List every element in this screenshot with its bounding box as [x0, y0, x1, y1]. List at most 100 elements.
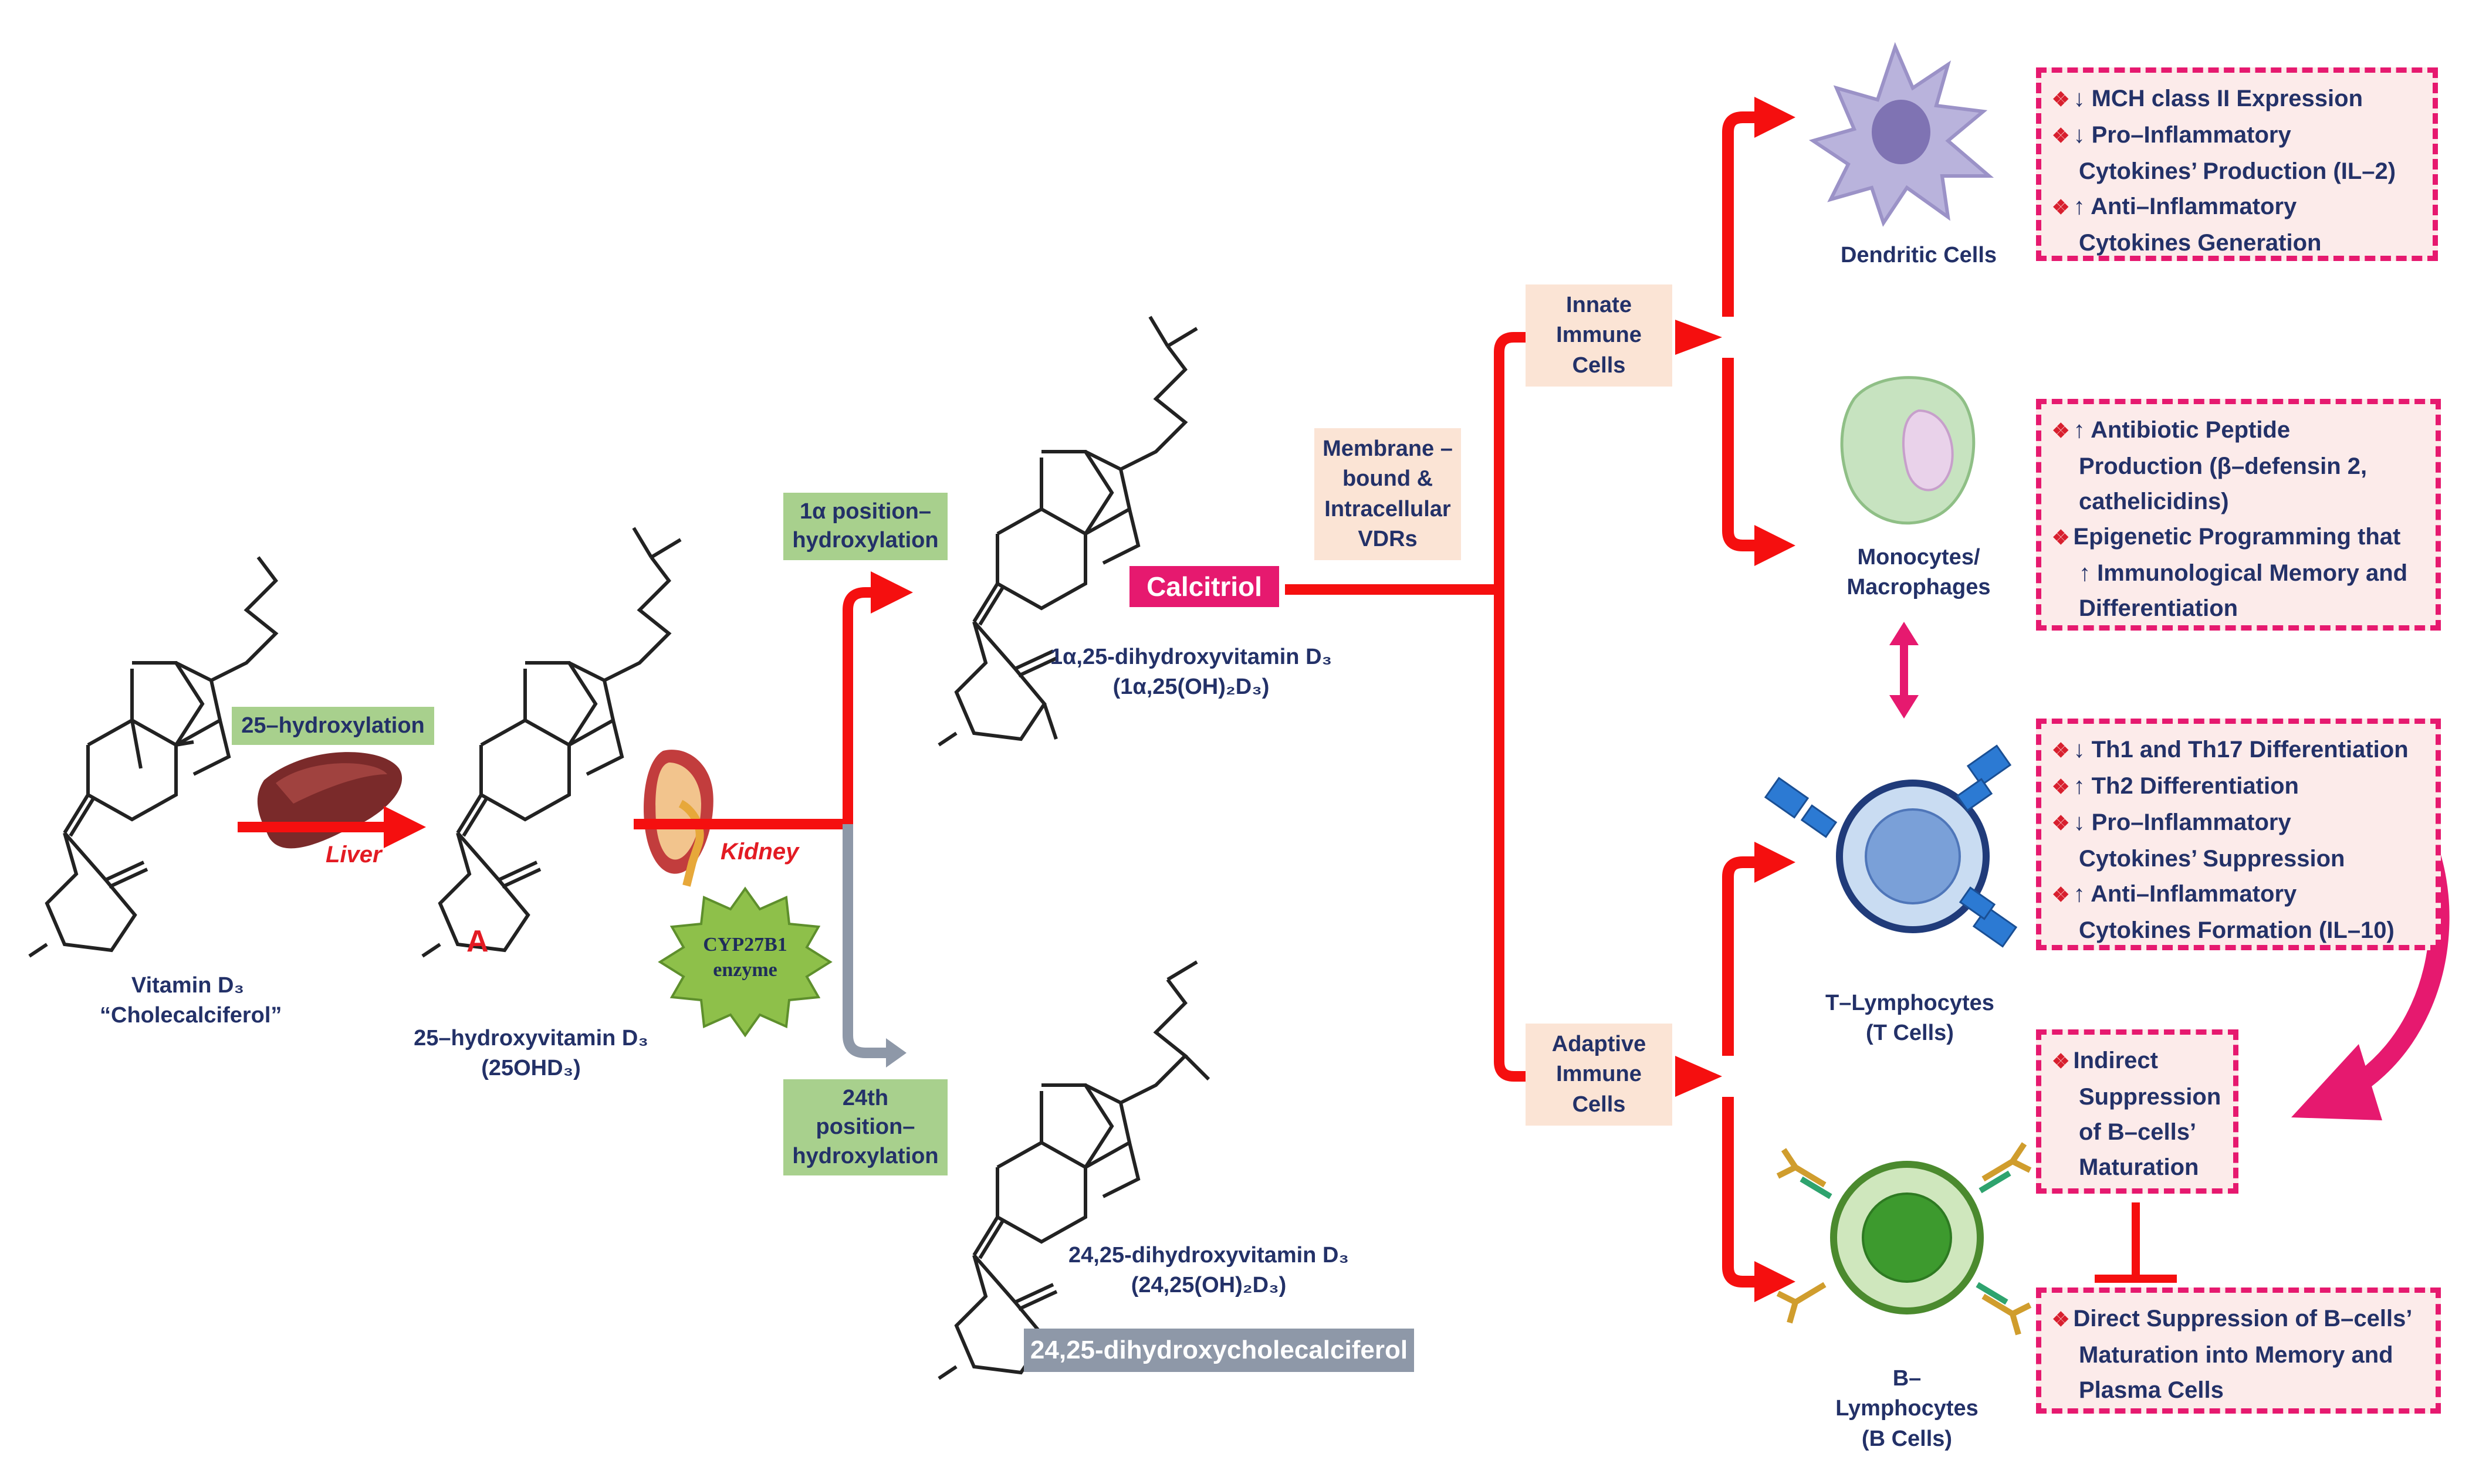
bullet-icon: ❖	[2052, 1051, 2070, 1073]
t-cell-effect-4: Cytokines’ Suppression	[2079, 846, 2345, 872]
24-25-abbr: (24,25(OH)₂D₃)	[1131, 1273, 1287, 1298]
25ohd3-label: 25–hydroxyvitamin D₃ (25OHD₃)	[399, 1024, 663, 1084]
liver-label: Liver	[326, 842, 382, 868]
dendritic-effect-1: ❖↓ MCH class II Expression	[2052, 81, 2422, 117]
enzyme-label: CYP27B1 enzyme	[703, 934, 787, 981]
branch-active-arrow	[843, 571, 913, 824]
active-branch-label-box: 1α position–hydroxylation	[783, 493, 948, 560]
t-cell-effect-2-text: ↑ Th2 Differentiation	[2073, 773, 2299, 799]
indirect-effect-2: Suppression	[2079, 1084, 2221, 1110]
dendritic-effect-2-text: ↓ Pro–Inflammatory	[2073, 122, 2291, 148]
vitamin-d3-label: Vitamin D₃ “Cholecalciferol”	[100, 971, 282, 1031]
adaptive-branch	[1494, 589, 1528, 1082]
t-cell-effect-6: Cytokines Formation (IL–10)	[2079, 917, 2395, 943]
25ohd3-structure	[421, 527, 682, 958]
25ohd3-name: 25–hydroxyvitamin D₃	[414, 1026, 648, 1051]
vitamin-d3-name: Vitamin D₃	[131, 973, 245, 998]
bullet-icon: ❖	[2052, 420, 2070, 442]
calcitriol-abbr: (1α,25(OH)₂D₃)	[1112, 675, 1270, 700]
step1-label: 25–hydroxylation	[241, 713, 425, 738]
b-cell-effect-1: ❖Direct Suppression of B–cells’	[2052, 1301, 2425, 1337]
adaptive-pointer	[1675, 1056, 1722, 1097]
indirect-effect-1-text: Indirect	[2073, 1048, 2158, 1073]
monocyte-effects-box: ❖↑ Antibiotic Peptide Production (β–defe…	[2036, 399, 2441, 631]
dendritic-effect-3: Cytokines’ Production (IL–2)	[2079, 158, 2396, 184]
active-branch-label: 1α position–hydroxylation	[792, 499, 939, 553]
dendritic-effect-1-text: ↓ MCH class II Expression	[2073, 86, 2363, 111]
bullet-icon: ❖	[2052, 196, 2070, 219]
t-cell-effect-5-text: ↑ Anti–Inflammatory	[2073, 881, 2297, 907]
monocyte-effect-1: ❖↑ Antibiotic Peptide	[2052, 412, 2425, 449]
b-cell-effect-1-text: Direct Suppression of B–cells’	[2073, 1306, 2413, 1331]
t-cell-effect-3: ❖↓ Pro–Inflammatory	[2052, 805, 2425, 841]
indirect-effect-4: Maturation	[2079, 1154, 2199, 1180]
monocyte-effect-6: Differentiation	[2079, 595, 2238, 621]
dendritic-label: Dendritic Cells	[1840, 243, 1997, 267]
ring-a-marker	[466, 883, 490, 906]
monocyte-effect-3: cathelicidins)	[2079, 489, 2229, 514]
step1-label-box: 25–hydroxylation	[232, 707, 434, 746]
25ohd3-abbr: (25OHD₃)	[481, 1056, 581, 1081]
24-25-dihydroxy-structure	[938, 960, 1210, 1380]
monocyte-effect-1-text: ↑ Antibiotic Peptide	[2073, 417, 2291, 443]
t-cell-effect-2: ❖↑ Th2 Differentiation	[2052, 768, 2425, 805]
monocyte-effect-5: ↑ Immunological Memory and	[2079, 560, 2408, 586]
bullet-icon: ❖	[2052, 527, 2070, 549]
t-cells-label: T–Lymphocytes (T Cells)	[1825, 991, 1994, 1046]
kidney-icon	[644, 750, 713, 887]
monocyte-effect-4: ❖Epigenetic Programming that	[2052, 519, 2425, 555]
t-cell-effect-3-text: ↓ Pro–Inflammatory	[2073, 809, 2291, 835]
inactive-branch-label: 24th position–hydroxylation	[792, 1086, 939, 1168]
indirect-effect-1: ❖Indirect	[2052, 1043, 2223, 1079]
indirect-effects-box: ❖Indirect Suppression of B–cells’ Matura…	[2036, 1029, 2238, 1194]
calcitriol-structure	[938, 316, 1198, 747]
b-cell-icon	[1776, 1142, 2032, 1336]
ring-a-label: A	[466, 924, 489, 958]
24-25-label: 24,25-dihydroxyvitamin D₃ (24,25(OH)₂D₃)	[1062, 1241, 1355, 1301]
dendritic-effect-4: ❖↑ Anti–Inflammatory	[2052, 189, 2422, 225]
innate-branch	[1494, 332, 1528, 589]
24-25-common-box: 24,25-dihydroxycholecalciferol	[1024, 1329, 1414, 1372]
vitamin-d3-alt: “Cholecalciferol”	[100, 1003, 282, 1028]
b-cell-effect-2: Maturation into Memory and	[2079, 1342, 2393, 1368]
cyp27b1-starburst	[658, 886, 833, 1038]
b-cell-effect-3: Plasma Cells	[2079, 1377, 2224, 1403]
dendritic-effect-2: ❖↓ Pro–Inflammatory	[2052, 117, 2422, 154]
dendritic-effect-4-text: ↑ Anti–Inflammatory	[2073, 194, 2297, 219]
t-cell-effect-1-text: ↓ Th1 and Th17 Differentiation	[2073, 737, 2409, 763]
calcitriol-label: 1α,25-dihydroxyvitamin D₃ (1α,25(OH)₂D₃)	[1039, 642, 1344, 703]
monocytes-label: Monocytes/ Macrophages	[1846, 545, 1991, 600]
branch-inactive-arrow	[843, 824, 892, 1058]
dendritic-effect-5: Cytokines Generation	[2079, 230, 2322, 256]
innate-box: Innate Immune Cells	[1526, 284, 1672, 387]
t-cell-icon	[1764, 744, 2018, 948]
calcitriol-box: Calcitriol	[1129, 566, 1279, 607]
bullet-icon: ❖	[2052, 89, 2070, 111]
monocyte-effect-2: Production (β–defensin 2,	[2079, 453, 2368, 479]
liver-icon	[257, 752, 403, 849]
adaptive-box: Adaptive Immune Cells	[1526, 1024, 1672, 1126]
bullet-icon: ❖	[2052, 1309, 2070, 1331]
bullet-icon: ❖	[2052, 776, 2070, 798]
monocyte-icon	[1840, 376, 1976, 525]
t-cell-effect-5: ❖↑ Anti–Inflammatory	[2052, 876, 2425, 913]
vitamin-d3-structure	[28, 556, 279, 958]
bullet-icon: ❖	[2052, 884, 2070, 906]
dendritic-effects-box: ❖↓ MCH class II Expression ❖↓ Pro–Inflam…	[2036, 67, 2438, 261]
b-cell-effects-box: ❖Direct Suppression of B–cells’ Maturati…	[2036, 1288, 2441, 1414]
receptors-box: Membrane – bound & Intracellular VDRs	[1314, 428, 1461, 561]
indirect-effect-3: of B–cells’	[2079, 1119, 2197, 1145]
bullet-icon: ❖	[2052, 740, 2070, 762]
dendritic-cell-icon	[1808, 42, 1994, 227]
bullet-icon: ❖	[2052, 812, 2070, 835]
calcitriol-product: 1α,25-dihydroxyvitamin D₃	[1050, 645, 1332, 669]
kidney-label: Kidney	[721, 839, 799, 865]
innate-pointer	[1675, 320, 1722, 355]
b-cells-label: B– Lymphocytes (B Cells)	[1835, 1366, 1979, 1451]
bullet-icon: ❖	[2052, 125, 2070, 147]
t-cell-effect-1: ❖↓ Th1 and Th17 Differentiation	[2052, 732, 2425, 768]
t-cell-effects-box: ❖↓ Th1 and Th17 Differentiation ❖↑ Th2 D…	[2036, 719, 2441, 950]
monocyte-effect-4-text: Epigenetic Programming that	[2073, 524, 2401, 550]
inactive-branch-label-box: 24th position–hydroxylation	[783, 1079, 948, 1176]
24-25-product: 24,25-dihydroxyvitamin D₃	[1068, 1243, 1349, 1268]
